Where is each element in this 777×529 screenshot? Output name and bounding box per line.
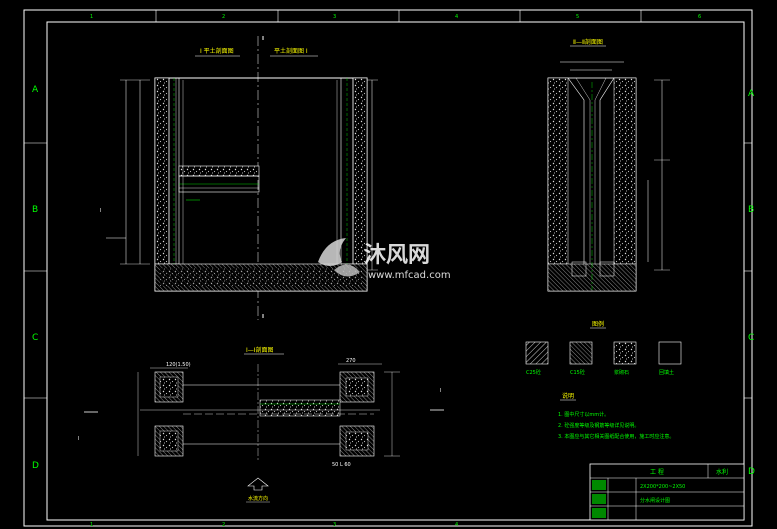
watermark-url: www.mfcad.com <box>368 270 451 281</box>
note-line: 3. 本图应与其它相关图纸配合使用，施工时应注意。 <box>558 433 674 440</box>
notes-title: 说明 <box>562 392 574 400</box>
title-block: 工 程 水利 2X200*200~2X50 分水闸设计图 <box>589 463 745 521</box>
section-marker-top: Ⅱ <box>262 36 264 42</box>
legend-label: C15砼 <box>570 369 585 376</box>
legend: 图例 C25砼 C15砼 浆砌石 回填土 <box>525 320 682 376</box>
col-label: 5 <box>576 14 579 20</box>
legend-label: C25砼 <box>526 369 541 376</box>
row-label: D <box>748 467 755 477</box>
col-label: 2 <box>222 522 225 528</box>
row-label: C <box>32 333 38 343</box>
row-label: A <box>32 85 39 95</box>
note-line: 1. 图中尺寸以mm计。 <box>558 411 609 418</box>
col-label: 1 <box>90 522 93 528</box>
col-label: 6 <box>698 14 701 20</box>
watermark: 沐风网 www.mfcad.com <box>318 238 451 281</box>
row-label: D <box>32 461 39 471</box>
row-label: B <box>748 205 754 215</box>
title-block-row1b: 水利 <box>716 468 728 476</box>
section-2-title: Ⅱ—Ⅱ剖面图 <box>573 38 603 46</box>
bottom-marker-left: Ⅰ <box>78 436 79 442</box>
outer-frame <box>23 9 753 527</box>
col-label: 3 <box>333 14 336 20</box>
legend-swatch <box>525 341 549 365</box>
section-2-view: Ⅱ—Ⅱ剖面图 <box>547 38 670 292</box>
row-label: C <box>748 333 754 343</box>
section-marker-left: Ⅰ <box>100 208 101 214</box>
dim-120: 120(1.50) <box>166 362 191 368</box>
dim-bottom-right: 50 L 60 <box>332 462 351 468</box>
legend-label: 浆砌石 <box>614 369 629 376</box>
plan-title-right: 平土剖面图 Ⅰ <box>274 47 308 55</box>
plan-title-left: Ⅰ 平土剖面图 <box>200 47 234 55</box>
flow-arrow-icon <box>247 477 269 491</box>
col-label: 3 <box>333 522 336 528</box>
elevation-view: Ⅰ 平土剖面图 平土剖面图 Ⅰ Ⅱ Ⅱ Ⅰ <box>100 36 378 320</box>
watermark-logo-icon <box>318 238 360 277</box>
bottom-marker-right: Ⅰ <box>440 388 441 394</box>
direction-label: 水流方向 <box>248 495 268 502</box>
row-label: A <box>748 89 755 99</box>
title-block-row2: 2X200*200~2X50 <box>640 484 685 490</box>
row-label: B <box>32 205 38 215</box>
section-1-title: Ⅰ—Ⅰ剖面图 <box>246 346 274 354</box>
col-label: 2 <box>222 14 225 20</box>
title-block-row1: 工 程 <box>650 468 664 476</box>
watermark-brand: 沐风网 <box>364 243 430 268</box>
row-labels: A B C D A B C D <box>24 85 755 477</box>
legend-swatch <box>613 341 637 365</box>
column-labels: 1 2 3 4 5 6 1 2 3 4 <box>90 10 701 528</box>
legend-label: 回填土 <box>659 369 674 376</box>
legend-swatch <box>569 341 593 365</box>
legend-swatch <box>658 341 682 365</box>
col-label: 4 <box>455 522 458 528</box>
notes: 说明 1. 图中尺寸以mm计。 2. 砼强度等级及钢筋等级详见说明。 3. 本图… <box>558 392 674 440</box>
col-label: 1 <box>90 14 93 20</box>
col-label: 4 <box>455 14 458 20</box>
section-marker-bottom: Ⅱ <box>262 314 264 320</box>
dim-270: 270 <box>346 358 356 364</box>
note-line: 2. 砼强度等级及钢筋等级详见说明。 <box>558 422 639 429</box>
legend-title: 图例 <box>592 320 604 328</box>
section-1-view: Ⅰ—Ⅰ剖面图 120(1.50) 270 50 L 60 Ⅰ Ⅰ <box>78 346 444 503</box>
title-block-row3: 分水闸设计图 <box>640 497 670 504</box>
